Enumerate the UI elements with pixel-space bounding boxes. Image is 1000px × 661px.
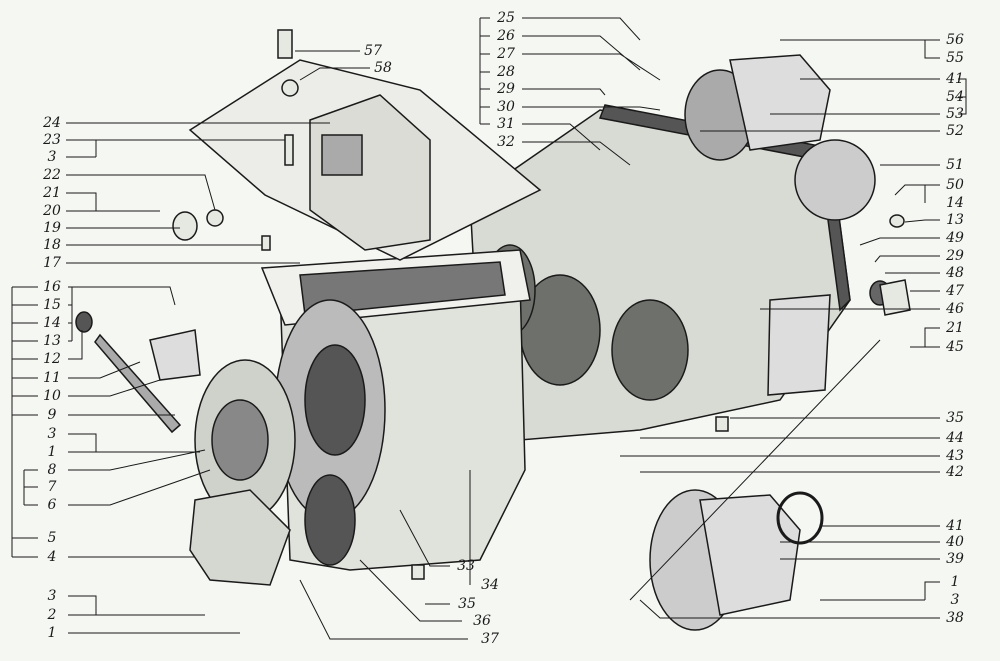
cup-39 (699, 494, 801, 616)
plate-19 (172, 211, 198, 241)
shaft-9 (94, 333, 182, 434)
bell-bore (211, 399, 269, 481)
callout-label: 55 (946, 50, 964, 66)
leader-lines (11, 17, 967, 640)
callout-label: 5 (47, 530, 57, 546)
callout-label: 11 (43, 370, 61, 386)
callout-label: 18 (43, 237, 61, 253)
callout-label: 57 (364, 43, 382, 59)
callout-label: 1 (47, 625, 57, 641)
callout-label: 43 (946, 448, 964, 464)
plug-57 (277, 29, 293, 59)
callout-label: 21 (946, 320, 964, 336)
callout-label: 2 (47, 607, 57, 623)
callout-label: 53 (946, 106, 964, 122)
callout-label: 44 (946, 430, 964, 446)
callout-label: 31 (497, 116, 515, 132)
ring-41 (776, 491, 824, 545)
callout-label: 8 (47, 462, 57, 478)
plate-47 (879, 279, 911, 316)
callout-label: 50 (946, 177, 964, 193)
callout-label: 3 (950, 592, 960, 608)
callout-label: 20 (43, 203, 61, 219)
callout-label: 25 (497, 10, 515, 26)
callout-label: 26 (497, 28, 515, 44)
callout-label: 46 (946, 301, 964, 317)
callout-label: 3 (47, 588, 57, 604)
cup-51 (794, 139, 876, 221)
callout-label: 1 (950, 574, 960, 590)
cover-10 (149, 329, 201, 381)
callout-label: 13 (946, 212, 964, 228)
callout-label: 33 (457, 558, 475, 574)
housing-bore (611, 299, 689, 401)
callout-label: 51 (946, 157, 964, 173)
top-cover-tower (309, 94, 431, 251)
callout-label: 39 (946, 551, 964, 567)
nut-22 (206, 209, 224, 227)
callout-label: 48 (946, 265, 964, 281)
side-cover (767, 294, 831, 396)
front-bore (304, 344, 366, 456)
callout-label: 22 (43, 167, 61, 183)
callout-label: 37 (481, 631, 499, 647)
callout-label: 7 (47, 479, 57, 495)
callout-label: 41 (946, 518, 964, 534)
callout-label: 52 (946, 123, 964, 139)
callout-label: 36 (473, 613, 491, 629)
callout-label: 9 (47, 407, 57, 423)
plug-35 (411, 564, 425, 580)
parts (75, 29, 911, 631)
callout-label: 56 (946, 32, 964, 48)
pin-18 (261, 235, 271, 251)
callout-label: 49 (946, 230, 964, 246)
tower-window (321, 134, 363, 176)
bolt-23 (284, 134, 294, 166)
callout-label: 54 (946, 89, 964, 105)
lower-cover (189, 489, 291, 586)
callout-label: 29 (497, 81, 515, 97)
lower-bore (304, 474, 356, 566)
callout-label: 3 (47, 426, 57, 442)
callout-label: 28 (497, 64, 515, 80)
callout-label: 24 (43, 115, 61, 131)
callout-label: 40 (946, 534, 964, 550)
callout-label: 23 (43, 132, 61, 148)
callout-label: 6 (47, 497, 57, 513)
callout-label: 19 (43, 220, 61, 236)
plug-58 (281, 79, 299, 97)
callout-label: 30 (497, 99, 515, 115)
callout-label: 34 (481, 577, 499, 593)
callout-label: 1 (47, 444, 57, 460)
callout-label: 47 (946, 283, 964, 299)
callout-label: 4 (47, 549, 57, 565)
callout-label: 41 (946, 71, 964, 87)
callout-label: 12 (43, 351, 61, 367)
callout-label: 35 (946, 410, 964, 426)
callout-label: 15 (43, 297, 61, 313)
callout-label: 10 (43, 388, 61, 404)
callout-label: 38 (946, 610, 964, 626)
callout-label: 13 (43, 333, 61, 349)
callout-label: 16 (43, 279, 61, 295)
callout-label: 42 (946, 464, 964, 480)
callout-label: 45 (946, 339, 964, 355)
seal-12 (75, 311, 93, 333)
washer-13 (889, 214, 905, 228)
callout-label: 27 (497, 46, 515, 62)
callout-label: 32 (497, 134, 515, 150)
callout-label: 14 (43, 315, 61, 331)
callout-label: 58 (374, 60, 392, 76)
callout-label: 3 (47, 149, 57, 165)
callout-label: 29 (946, 248, 964, 264)
callout-label: 35 (458, 596, 476, 612)
callout-label: 17 (43, 255, 61, 271)
top-opening-inner (299, 261, 506, 316)
callout-label: 14 (946, 195, 964, 211)
plug-35b (715, 416, 729, 432)
callout-label: 21 (43, 185, 61, 201)
